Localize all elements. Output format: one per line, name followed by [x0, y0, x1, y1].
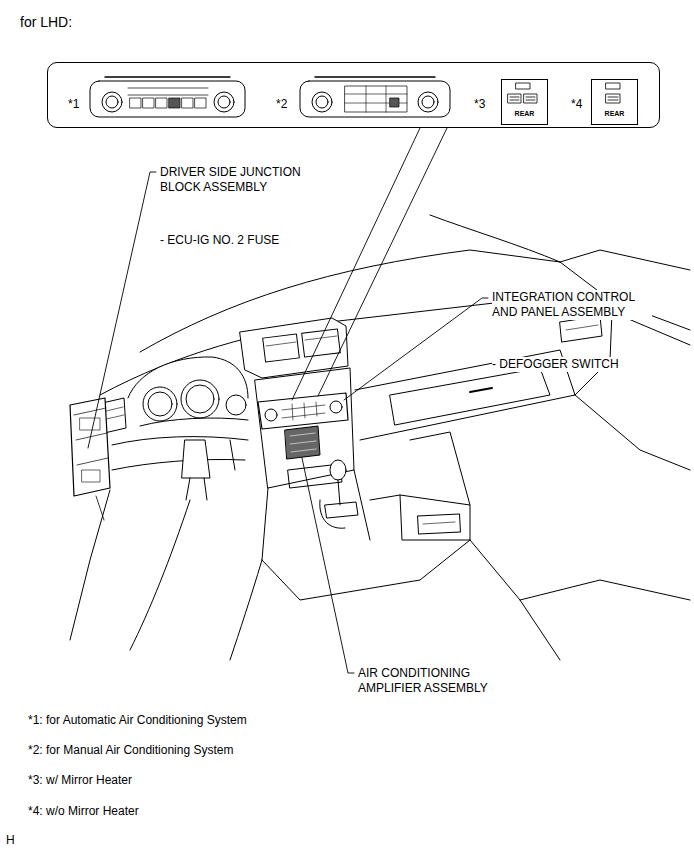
part-name: INTEGRATION CONTROL AND PANEL ASSEMBLY [492, 290, 652, 320]
switch-label: REAR [592, 109, 637, 118]
switch-box: REAR [501, 79, 548, 125]
title-text: for LHD: [20, 14, 72, 31]
switch-box: REAR [591, 79, 638, 125]
part-note: - ECU-IG NO. 2 FUSE [160, 233, 279, 248]
callout-number: *1 [68, 97, 79, 111]
leader-lines [88, 128, 488, 673]
footnote: *3: w/ Mirror Heater [28, 773, 132, 788]
callout-number: *2 [276, 97, 287, 111]
callout-number: *4 [571, 97, 582, 111]
automatic-ac-panel [90, 77, 245, 117]
figure-code: H [6, 833, 15, 848]
switch-label: REAR [502, 109, 547, 118]
part-note: - DEFOGGER SWITCH [492, 357, 619, 372]
footnote: *4: w/o Mirror Heater [28, 804, 139, 819]
manual-ac-panel [300, 77, 450, 117]
switch-icons [508, 83, 620, 103]
footnote: *1: for Automatic Air Conditioning Syste… [28, 713, 247, 728]
inset-box: *1 *2 *3 *4REAR REAR [47, 62, 660, 128]
part-name: AIR CONDITIONING AMPLIFIER ASSEMBLY [358, 666, 508, 696]
part-name: DRIVER SIDE JUNCTION BLOCK ASSEMBLY [160, 165, 325, 195]
footnote: *2: for Manual Air Conditioning System [28, 743, 233, 758]
callout-number: *3 [474, 97, 485, 111]
dashboard-drawing [70, 215, 690, 660]
